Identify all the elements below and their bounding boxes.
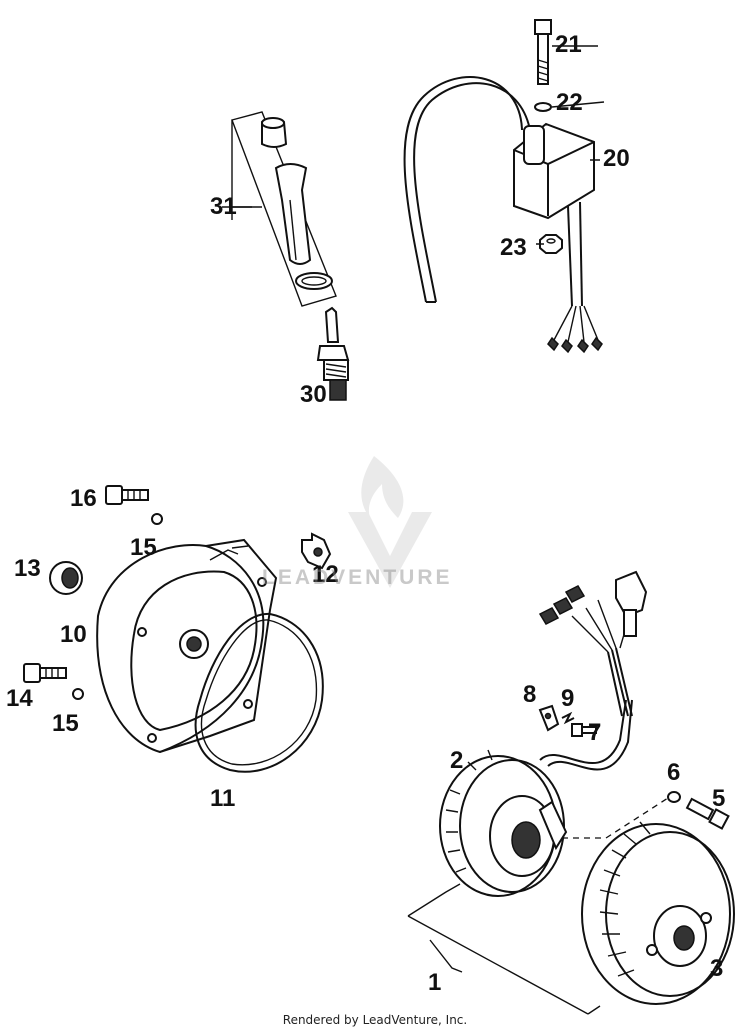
- label-22: 22: [556, 89, 583, 116]
- stator: [439, 749, 568, 897]
- rotor-flywheel: [581, 821, 735, 1005]
- assembly-bracket-1: [407, 883, 601, 1015]
- label-31: 31: [210, 193, 237, 220]
- leadventure-logo-watermark: [348, 456, 432, 588]
- cable-clip: [538, 704, 560, 732]
- label-1: 1: [428, 969, 441, 996]
- footer-credit: Rendered by LeadVenture, Inc.: [282, 1013, 468, 1027]
- label-13: 13: [14, 555, 41, 582]
- label-20: 20: [603, 145, 630, 172]
- ignition-coil: [403, 76, 603, 354]
- spark-plug: [316, 306, 350, 401]
- label-10: 10: [60, 621, 87, 648]
- washer-15-top: [151, 513, 163, 525]
- washer-15-bottom: [72, 688, 84, 700]
- label-15-top: 15: [130, 534, 157, 561]
- cover-bolt-14: [23, 663, 67, 683]
- spring-washer: [561, 711, 575, 725]
- spark-plug-connector-assembly: [222, 111, 337, 307]
- label-2: 2: [450, 747, 463, 774]
- label-11: 11: [210, 785, 235, 812]
- label-leaders: [232, 45, 605, 245]
- label-15-bottom: 15: [52, 710, 79, 737]
- label-23: 23: [500, 234, 527, 261]
- assembly-guide-line: [562, 797, 669, 839]
- label-3: 3: [710, 955, 723, 982]
- label-9: 9: [561, 685, 574, 712]
- label-12: 12: [312, 561, 339, 588]
- ignition-cover: [96, 538, 278, 754]
- rotor-washer: [667, 791, 681, 803]
- clip-screw: [571, 723, 597, 737]
- label-6: 6: [667, 759, 680, 786]
- coil-bolt: [534, 19, 552, 85]
- rotor-bolt: [685, 797, 730, 830]
- label-30: 30: [300, 381, 327, 408]
- label-5: 5: [712, 785, 725, 812]
- label-16: 16: [70, 485, 97, 512]
- shaft-seal: [49, 561, 83, 595]
- cover-gasket: [194, 612, 324, 773]
- label-21: 21: [555, 31, 582, 58]
- cover-bracket: [301, 532, 332, 570]
- coil-nut: [539, 234, 563, 254]
- watermark-text: LEADVENTURE: [262, 566, 453, 589]
- coil-washer: [534, 102, 552, 112]
- label-leader-1: [429, 939, 463, 973]
- label-7: 7: [588, 719, 601, 746]
- label-14: 14: [6, 685, 33, 712]
- label-8: 8: [523, 681, 536, 708]
- cover-bolt-16: [105, 485, 149, 505]
- stator-wiring-harness: [538, 570, 648, 771]
